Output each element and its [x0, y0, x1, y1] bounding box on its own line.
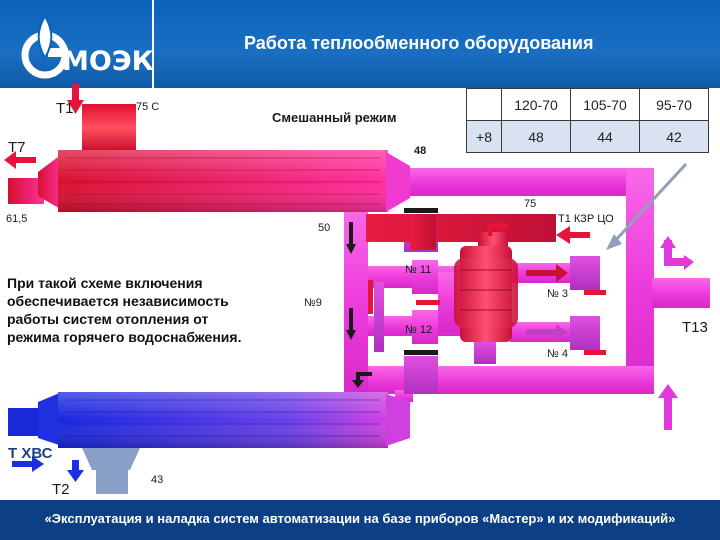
label-t7: Т7 [8, 139, 26, 156]
lower-heat-exchanger [8, 392, 410, 494]
kzr-pipe [366, 214, 556, 242]
table-cell [466, 88, 502, 121]
label-n4: № 4 [547, 348, 568, 360]
table-cell: 95-70 [639, 88, 709, 121]
label-t7-temp: 61,5 [6, 213, 28, 225]
label-t1-kzr: Т1 КЗР ЦО [558, 213, 614, 225]
note-line: режима горячего водоснабжения. [7, 329, 242, 345]
mode-label: Смешанный режим [272, 110, 397, 125]
table-header-row: 120-70 105-70 95-70 [466, 88, 709, 121]
flow-arrows [4, 84, 694, 482]
table-cell: 120-70 [501, 88, 571, 121]
note-line: работы систем отопления от [7, 311, 209, 327]
heat-exchanger-diagram [4, 84, 710, 494]
page-title: Работа теплообменного оборудования [244, 33, 594, 53]
label-t13: Т13 [682, 319, 708, 336]
flame-logo-icon [21, 13, 69, 79]
header-bar: МОЭК Работа теплообменного оборудования [0, 0, 720, 88]
label-val-50: 50 [318, 222, 331, 234]
label-val-48: 48 [414, 145, 427, 157]
temperature-table: 120-70 105-70 95-70 +8 48 44 42 [466, 88, 709, 153]
label-t-hvs: Т ХВС [8, 445, 53, 462]
note-line: При такой схеме включения [7, 275, 203, 291]
label-t1: Т1 [56, 100, 74, 117]
upper-heat-exchanger [8, 104, 410, 212]
table-row: +8 48 44 42 [466, 120, 709, 153]
label-t1-temp: 75 С [136, 101, 160, 113]
kzr-valve [410, 214, 436, 250]
label-t2: Т2 [52, 481, 70, 498]
table-cell: 42 [639, 120, 709, 153]
label-n3: № 3 [547, 288, 568, 300]
label-n9: №9 [304, 297, 322, 309]
label-t2-temp: 43 [151, 474, 164, 486]
table-cell: 44 [570, 120, 640, 153]
table-cell: +8 [466, 120, 502, 153]
footer-text: «Эксплуатация и наладка систем автоматиз… [44, 511, 676, 526]
logo-text: МОЭК [62, 46, 154, 77]
label-n12: № 12 [405, 324, 433, 336]
note-line: обеспечивается независимость [7, 293, 229, 309]
pump [454, 232, 518, 364]
footer-bar: «Эксплуатация и наладка систем автоматиз… [0, 500, 720, 540]
label-n11: № 11 [405, 264, 432, 276]
label-val-75: 75 [524, 198, 537, 210]
table-cell: 48 [501, 120, 571, 153]
logo: МОЭК [0, 0, 154, 88]
table-cell: 105-70 [570, 88, 640, 121]
explanation-note: При такой схеме включения обеспечивается… [7, 274, 277, 346]
